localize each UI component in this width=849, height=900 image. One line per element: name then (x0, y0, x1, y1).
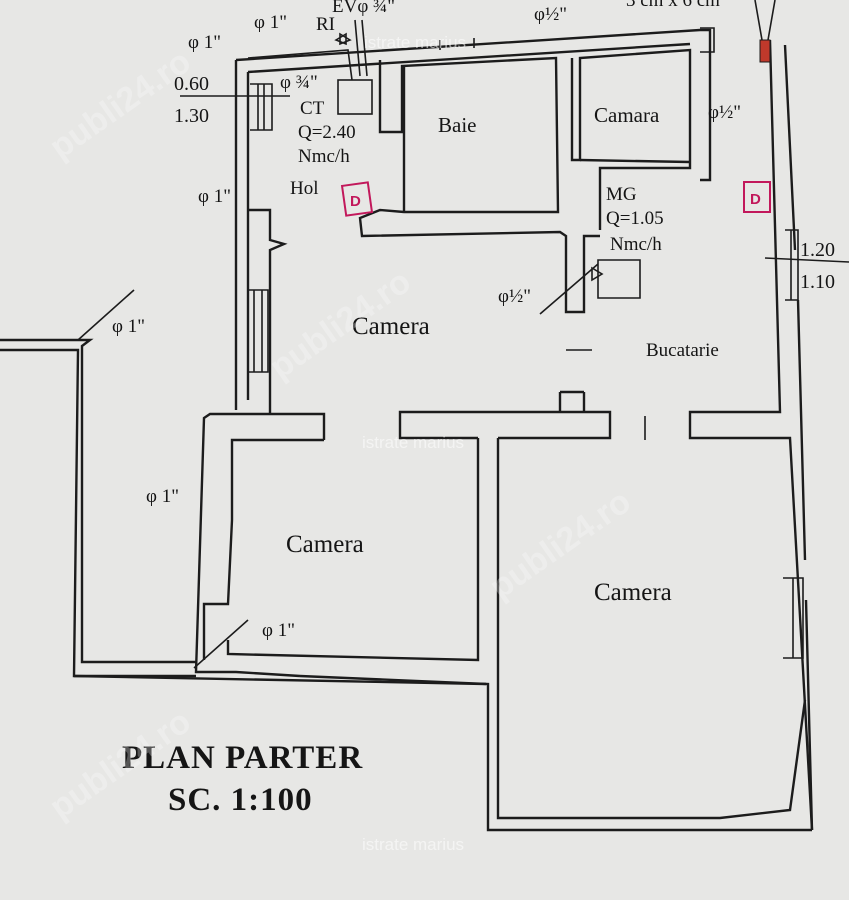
pipe-label: φ ¾" (280, 72, 318, 93)
plan-title: PLAN PARTER (122, 740, 363, 776)
detector-label: D (350, 193, 361, 210)
room-label-camera-left: Camera (286, 531, 364, 558)
dimension-label: 1.30 (174, 105, 209, 127)
pipe-label: φ 1" (188, 32, 221, 53)
walls (0, 27, 814, 832)
mg-flow-label: Q=1.05 (606, 208, 664, 229)
mg-unit-label: Nmc/h (610, 234, 662, 255)
ct-flow-label: Q=2.40 (298, 122, 356, 143)
pipe-label: φ 1" (146, 486, 179, 507)
room-label-camera-right: Camera (594, 579, 672, 606)
mg-label: MG (606, 184, 637, 205)
pipe-label: φ 1" (254, 12, 287, 33)
gas-pipes (77, 0, 849, 669)
pipe-label: φ½" (498, 286, 531, 307)
ev-label: EVφ ¾" (332, 0, 395, 17)
pipe-label: φ 1" (198, 186, 231, 207)
dimension-label: 1.10 (800, 271, 835, 293)
pipe-label: φ½" (534, 4, 567, 25)
dimension-label: 1.20 (800, 239, 835, 261)
gas-detector-left: D (340, 181, 374, 217)
room-label-baie: Baie (438, 113, 476, 137)
watermark-author: istrate marius (362, 433, 464, 452)
ct-label: CT (300, 98, 325, 119)
dimension-label: 0.60 (174, 73, 209, 95)
pipe-label: φ 1" (262, 620, 295, 641)
pipe-label: φ 1" (112, 316, 145, 337)
watermark-author: istrate marius (362, 835, 464, 854)
plan-scale: SC. 1:100 (168, 782, 313, 818)
gas-detector-right: D (743, 181, 771, 213)
room-label-camara: Camara (594, 103, 660, 127)
room-label-camera-center: Camera (352, 313, 430, 340)
detector-label: D (750, 191, 761, 208)
watermark-author: istrate marius (364, 33, 466, 52)
room-label-bucatarie: Bucatarie (646, 340, 719, 361)
pipe-label: φ½" (708, 102, 741, 123)
ct-unit-label: Nmc/h (298, 146, 350, 167)
ri-label: RI (316, 14, 335, 35)
dimension-label: 3 cm x 6 cm (626, 0, 720, 11)
room-label-hol: Hol (290, 178, 319, 199)
